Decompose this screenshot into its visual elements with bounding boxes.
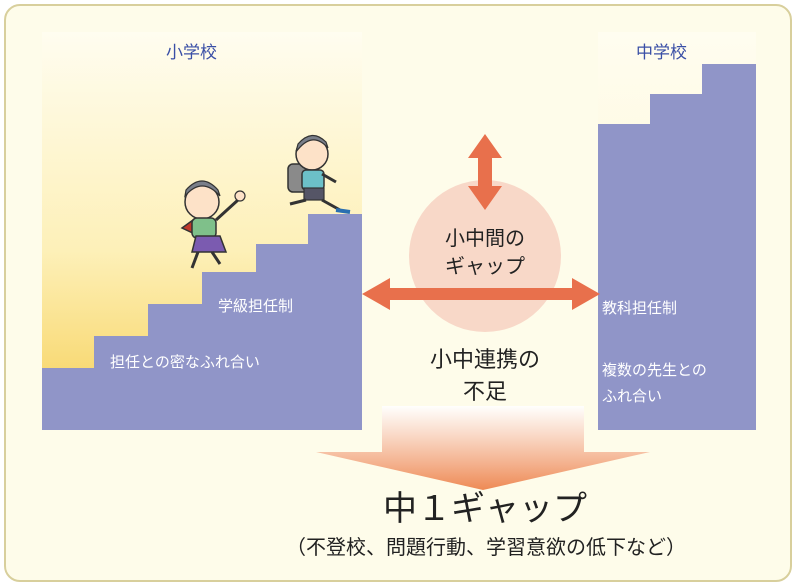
elementary-step-lower: 担任との密なふれ合い <box>110 353 260 371</box>
middle-text-1: 教科担任制 <box>602 299 678 317</box>
middle-title: 中学校 <box>636 43 687 63</box>
elementary-step-upper: 学級担任制 <box>218 297 294 315</box>
horizontal-arrow-icon <box>362 278 600 310</box>
middle-text-2-line2: ふれ合い <box>602 387 663 405</box>
result-arrow-icon <box>316 406 650 490</box>
diagram-frame: 小学校 学級担任制 担任との密なふれ合い 中学校 教科担任制 複数の先生との ふ… <box>4 4 792 582</box>
result-title: 中１ギャップ <box>383 489 587 529</box>
result-subtitle: （不登校、問題行動、学習意欲の低下など） <box>286 535 686 559</box>
cooperation-line-1: 小中連携の <box>429 348 540 373</box>
vertical-arrow-icon <box>468 134 502 210</box>
elementary-stairs <box>42 214 362 430</box>
middle-stairs <box>598 64 756 430</box>
boy-student-icon <box>287 134 351 214</box>
middle-text-2-line1: 複数の先生との <box>602 361 707 379</box>
diagram-canvas <box>42 32 756 490</box>
elementary-title: 小学校 <box>166 43 217 63</box>
girl-student-icon <box>180 180 246 269</box>
gap-line-2: ギャップ <box>445 254 525 278</box>
gap-line-1: 小中間の <box>445 226 525 250</box>
cooperation-line-2: 不足 <box>462 380 507 405</box>
